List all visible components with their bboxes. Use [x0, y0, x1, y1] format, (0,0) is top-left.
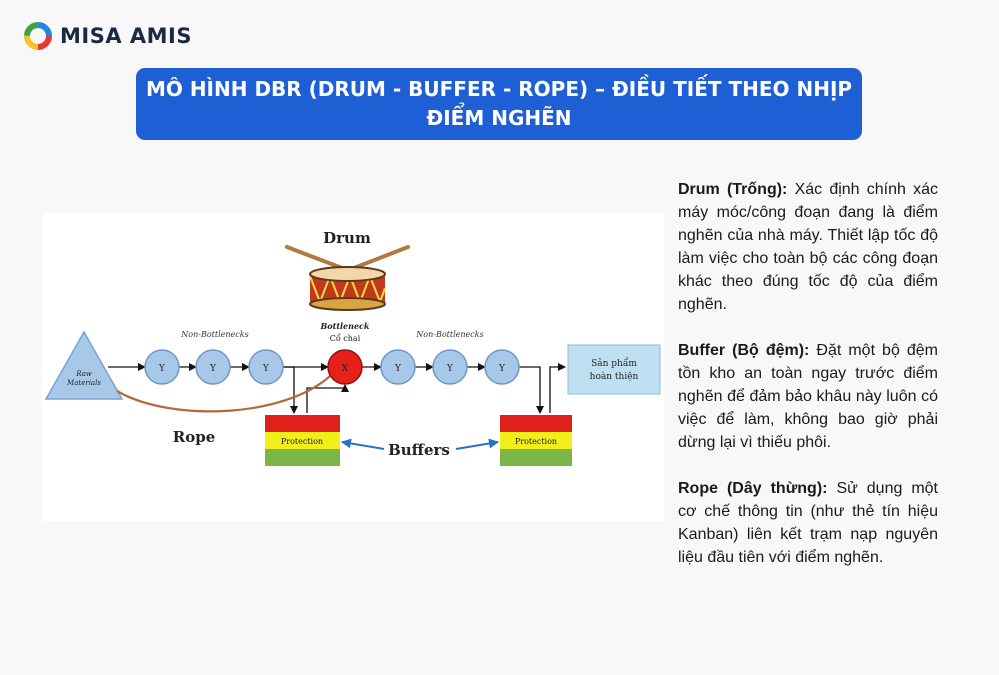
node-x-label: X	[342, 364, 349, 374]
raw-materials-label-1: Raw	[75, 370, 92, 378]
buffer-right: Protection	[500, 415, 572, 466]
raw-materials-label-2: Materials	[66, 379, 101, 387]
flow-arrow-to-bottleneck	[306, 384, 349, 413]
node-x-bottleneck: X	[327, 349, 363, 385]
description-rope-text: Sử dụng một cơ chế thông tin (như thẻ tí…	[678, 480, 938, 566]
buffer-left-protection-label: Protection	[281, 437, 323, 446]
flow-arrow-to-finished	[549, 363, 566, 413]
finished-goods-label-1: Sản phẩm	[591, 357, 637, 369]
rope-label: Rope	[173, 428, 216, 446]
buffers-arrow-left	[341, 438, 385, 450]
node-y-4-label: Y	[394, 364, 402, 374]
bottleneck-label: Bottleneck	[320, 321, 370, 331]
dbr-diagram-svg: Drum Raw Materials Non-Bottlenecks Non-B…	[44, 229, 661, 466]
node-y-1: Y	[144, 349, 180, 385]
description-buffer-term: Buffer (Bộ đệm):	[678, 342, 810, 359]
rope-curve	[116, 370, 336, 413]
dbr-diagram: Drum Raw Materials Non-Bottlenecks Non-B…	[42, 213, 664, 521]
node-y-5: Y	[432, 349, 468, 385]
page-title-line-2: ĐIỂM NGHẼN	[426, 106, 572, 130]
node-y-4: Y	[380, 349, 416, 385]
description-drum-term: Drum (Trống):	[678, 181, 788, 198]
description-rope-term: Rope (Dây thừng):	[678, 480, 828, 497]
buffer-right-protection-label: Protection	[515, 437, 557, 446]
description-panel: Drum (Trống): Xác định chính xác máy móc…	[678, 178, 938, 592]
node-y-2: Y	[195, 349, 231, 385]
node-y-1-label: Y	[158, 364, 166, 374]
drum-icon	[285, 245, 410, 311]
node-y-3: Y	[248, 349, 284, 385]
node-y-5-label: Y	[446, 364, 454, 374]
buffers-arrow-right	[455, 438, 499, 450]
page-title-line-1: MÔ HÌNH DBR (DRUM - BUFFER - ROPE) – ĐIỀ…	[145, 77, 853, 101]
flow-arrow-to-buffer-right	[519, 366, 544, 414]
drum-label: Drum	[323, 229, 371, 247]
description-rope: Rope (Dây thừng): Sử dụng một cơ chế thô…	[678, 477, 938, 569]
non-bottlenecks-right-label: Non-Bottlenecks	[415, 330, 483, 339]
finished-goods-box	[567, 344, 661, 395]
brand-name: MISA AMIS	[60, 24, 192, 48]
node-y-2-label: Y	[209, 364, 217, 374]
page-title-banner: MÔ HÌNH DBR (DRUM - BUFFER - ROPE) – ĐIỀ…	[136, 68, 862, 140]
node-y-6-label: Y	[498, 364, 506, 374]
raw-materials-triangle	[44, 330, 124, 400]
flow-arrow-to-buffer-left	[283, 366, 298, 414]
description-buffer-text: Đặt một bộ đệm tồn kho an toàn ngay trướ…	[678, 342, 938, 451]
brand-logo: MISA AMIS	[22, 20, 192, 52]
description-drum-text: Xác định chính xác máy móc/công đoạn đan…	[678, 181, 938, 313]
buffer-left: Protection	[265, 415, 340, 466]
node-y-6: Y	[484, 349, 520, 385]
description-drum: Drum (Trống): Xác định chính xác máy móc…	[678, 178, 938, 316]
bottleneck-vi-label: Cổ chai	[330, 334, 361, 343]
non-bottlenecks-left-label: Non-Bottlenecks	[180, 330, 248, 339]
finished-goods-label-2: hoàn thiện	[590, 371, 639, 382]
misa-ring-logo-icon	[24, 22, 52, 50]
buffers-label: Buffers	[388, 441, 450, 459]
description-buffer: Buffer (Bộ đệm): Đặt một bộ đệm tồn kho …	[678, 339, 938, 454]
node-y-3-label: Y	[262, 364, 270, 374]
